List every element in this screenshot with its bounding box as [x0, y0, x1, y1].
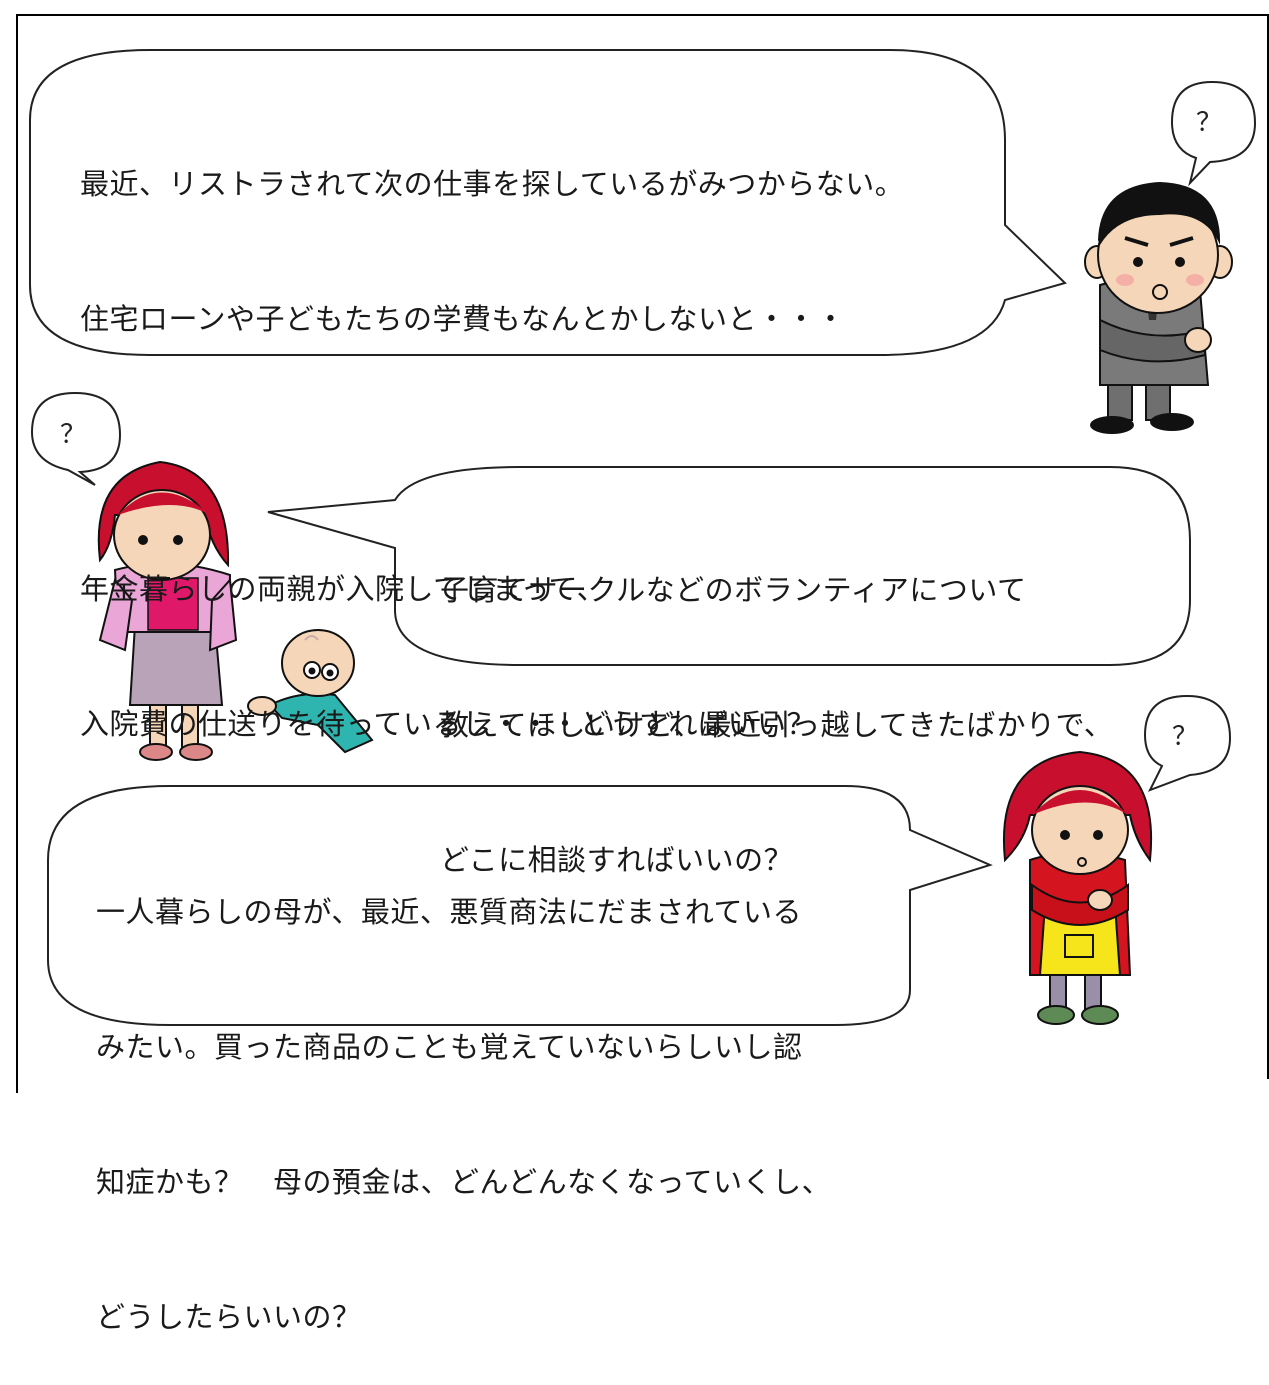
speech-line: 教えてほしいけど、最近引っ越してきたばかりで、: [440, 708, 1114, 742]
speech-line: 最近、リストラされて次の仕事を探しているがみつからない。: [80, 167, 905, 201]
question-mark-mother: ？: [60, 420, 87, 450]
speech-line: 年金暮らしの両親が入院してしまって、: [80, 572, 607, 606]
speech-line: どこに相談すればいいの？: [440, 843, 794, 877]
speech-bubble-man: [29, 49, 1067, 356]
speech-line: どうしたらいいの？: [96, 1300, 362, 1334]
woman-character: [1003, 750, 1153, 1025]
man-character: [1084, 182, 1233, 434]
mother-character: [97, 460, 238, 761]
speech-text-mother: 子育てサークルなどのボランティアについて 教えてほしいけど、最近引っ越してきたば…: [440, 478, 1113, 928]
thought-bubble-mother: [30, 391, 122, 486]
speech-line: 子育てサークルなどのボランティアについて: [440, 573, 1027, 607]
page-frame-right-edge: [1267, 14, 1269, 1079]
thought-bubble-woman: [1143, 694, 1232, 792]
speech-line: [80, 432, 904, 477]
speech-line: 入院費の仕送りを待っているし・・・どうすればいい？: [80, 707, 817, 741]
baby-character: [247, 629, 374, 754]
page-frame: [16, 14, 1269, 1093]
speech-text-man: 最近、リストラされて次の仕事を探しているがみつからない。 住宅ローンや子どもたち…: [80, 72, 904, 792]
thought-bubble-man: [1170, 80, 1257, 187]
speech-line: 住宅ローンや子どもたちの学費もなんとかしないと・・・: [80, 302, 846, 336]
speech-line: 一人暮らしの母が、最近、悪質商法にだまされている: [96, 895, 802, 929]
speech-line: みたい。買った商品のことも覚えていないらしいし認: [96, 1030, 803, 1064]
speech-bubble-mother: [267, 466, 1191, 666]
question-mark-woman: ？: [1172, 722, 1199, 752]
question-mark-man: ？: [1196, 108, 1223, 138]
speech-text-woman: 一人暮らしの母が、最近、悪質商法にだまされている みたい。買った商品のことも覚え…: [96, 800, 831, 1385]
speech-line: 知症かも？ 母の預金は、どんどんなくなっていくし、: [96, 1165, 832, 1199]
speech-bubble-woman: [47, 785, 993, 1026]
illustration-canvas: [29, 49, 1257, 1026]
